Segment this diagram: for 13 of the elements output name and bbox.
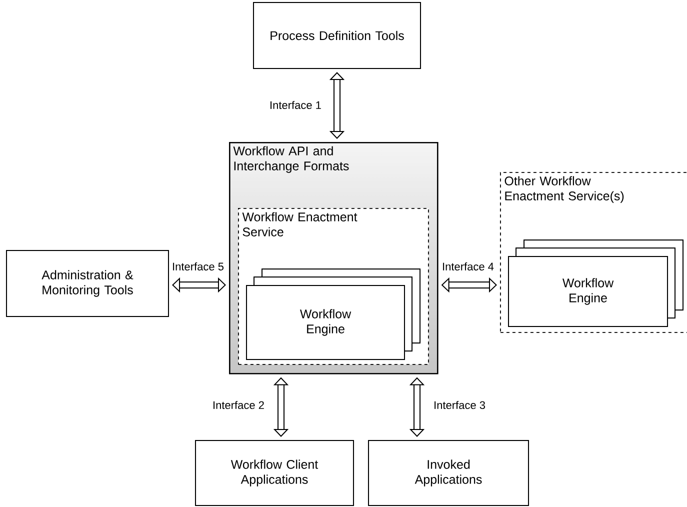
tool-box: Invoked Applications	[368, 440, 529, 506]
engine-box: Workflow Engine	[246, 268, 420, 360]
engine-box: Workflow Engine	[508, 240, 684, 327]
tool-box: Administration & Monitoring Tools	[6, 250, 169, 317]
double-arrow	[329, 72, 345, 139]
edge-label: Interface 1	[270, 100, 321, 110]
edge-label: Interface 5	[173, 262, 224, 270]
double-arrow	[172, 277, 226, 293]
edge-label: Interface 4	[443, 262, 494, 270]
edge-label: Interface 3	[434, 400, 486, 410]
tool-box: Workflow Client Applications	[195, 440, 354, 506]
edge-label: Interface 2	[214, 400, 264, 410]
tool-box: Process Definition Tools	[253, 2, 421, 69]
